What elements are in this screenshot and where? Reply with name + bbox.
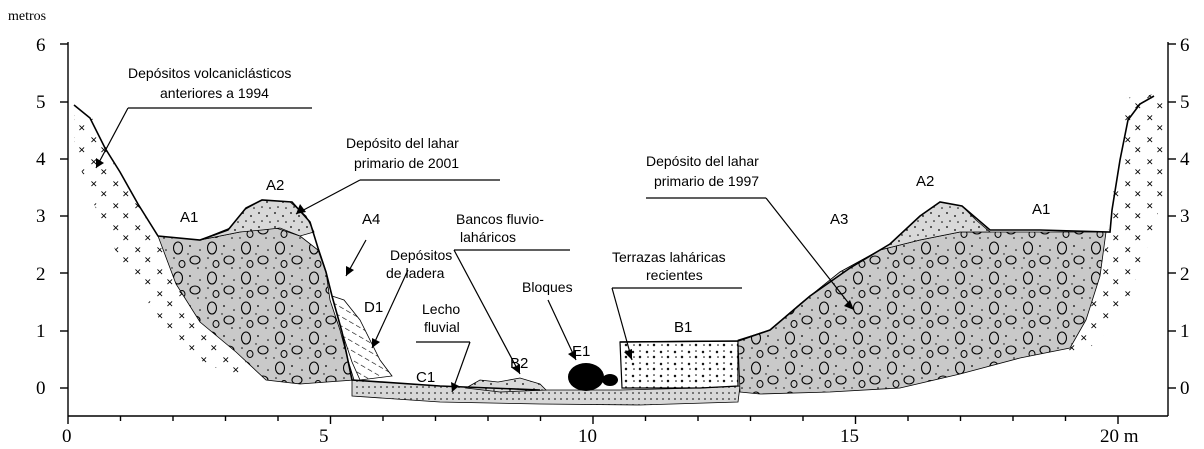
y-tick-label: 2 [36,264,46,285]
x-tick-label: 20 m [1100,426,1139,447]
label-lahar2001-line2: primario de 2001 [354,155,459,171]
boulder-small [602,374,618,386]
y-axis-right [1167,42,1176,416]
deposit-ladera [331,295,393,381]
label-lahar1997-line2: primario de 1997 [654,173,759,189]
unit-A1-right: A1 [1032,201,1050,218]
label-bancos-line2: laháricos [460,229,516,245]
boulder-large [568,363,604,391]
y-tick-label: 5 [36,92,46,113]
x-tick-label: 10 [578,426,597,447]
y-tick-label-right: 1 [1180,321,1190,342]
y-tick-label-right: 2 [1180,264,1190,285]
unit-E1: E1 [572,343,590,360]
terrain-surface-right [619,95,1155,343]
y-tick-label-right: 6 [1180,35,1190,56]
x-tick-label: 5 [319,426,329,447]
y-tick-label-right: 4 [1180,149,1190,170]
unit-A1-left: A1 [180,209,198,226]
label-volcaniclastic-line2: anteriores a 1994 [160,85,269,101]
deposit-right [737,231,1107,395]
y-tick-label: 1 [36,321,46,342]
unit-A3: A3 [830,211,848,228]
leader-lines [95,107,855,393]
label-lecho-line1: Lecho [422,301,460,317]
y-tick-label: 3 [36,206,46,227]
terrain-surface-left [73,104,541,391]
label-ladera-line2: de ladera [386,265,445,281]
y-tick-label-right: 0 [1180,378,1190,399]
label-terrazas-line1: Terrazas laháricas [612,249,726,265]
label-ladera-line1: Depósitos [390,247,452,263]
label-bancos-line1: Bancos fluvio- [456,211,544,227]
unit-A2-right: A2 [916,173,934,190]
label-volcaniclastic-line1: Depósitos volcaniclásticos [128,65,291,81]
label-lahar1997-line1: Depósito del lahar [646,153,759,169]
x-tick-label: 0 [62,426,72,447]
y-tick-label-right: 3 [1180,206,1190,227]
y-axis-unit: metros [8,9,46,24]
x-axis [67,415,1168,424]
label-terrazas-line2: recientes [646,267,703,283]
unit-C1: C1 [416,369,435,386]
terrace-recent [619,340,739,389]
unit-A4: A4 [362,211,380,228]
y-axis-left [60,42,69,416]
x-tick-label: 15 [840,426,859,447]
unit-B2: B2 [510,355,528,372]
unit-B1: B1 [674,319,692,336]
y-tick-label-right: 5 [1180,92,1190,113]
label-bloques: Bloques [522,279,573,295]
bedrock-right [1060,88,1168,362]
unit-D1: D1 [364,299,383,316]
label-lecho-line2: fluvial [424,319,460,335]
y-tick-label: 4 [36,149,46,170]
y-tick-label: 6 [36,35,46,56]
label-lahar2001-line1: Depósito del lahar [346,135,459,151]
y-tick-label: 0 [36,378,46,399]
unit-A2-left: A2 [266,177,284,194]
